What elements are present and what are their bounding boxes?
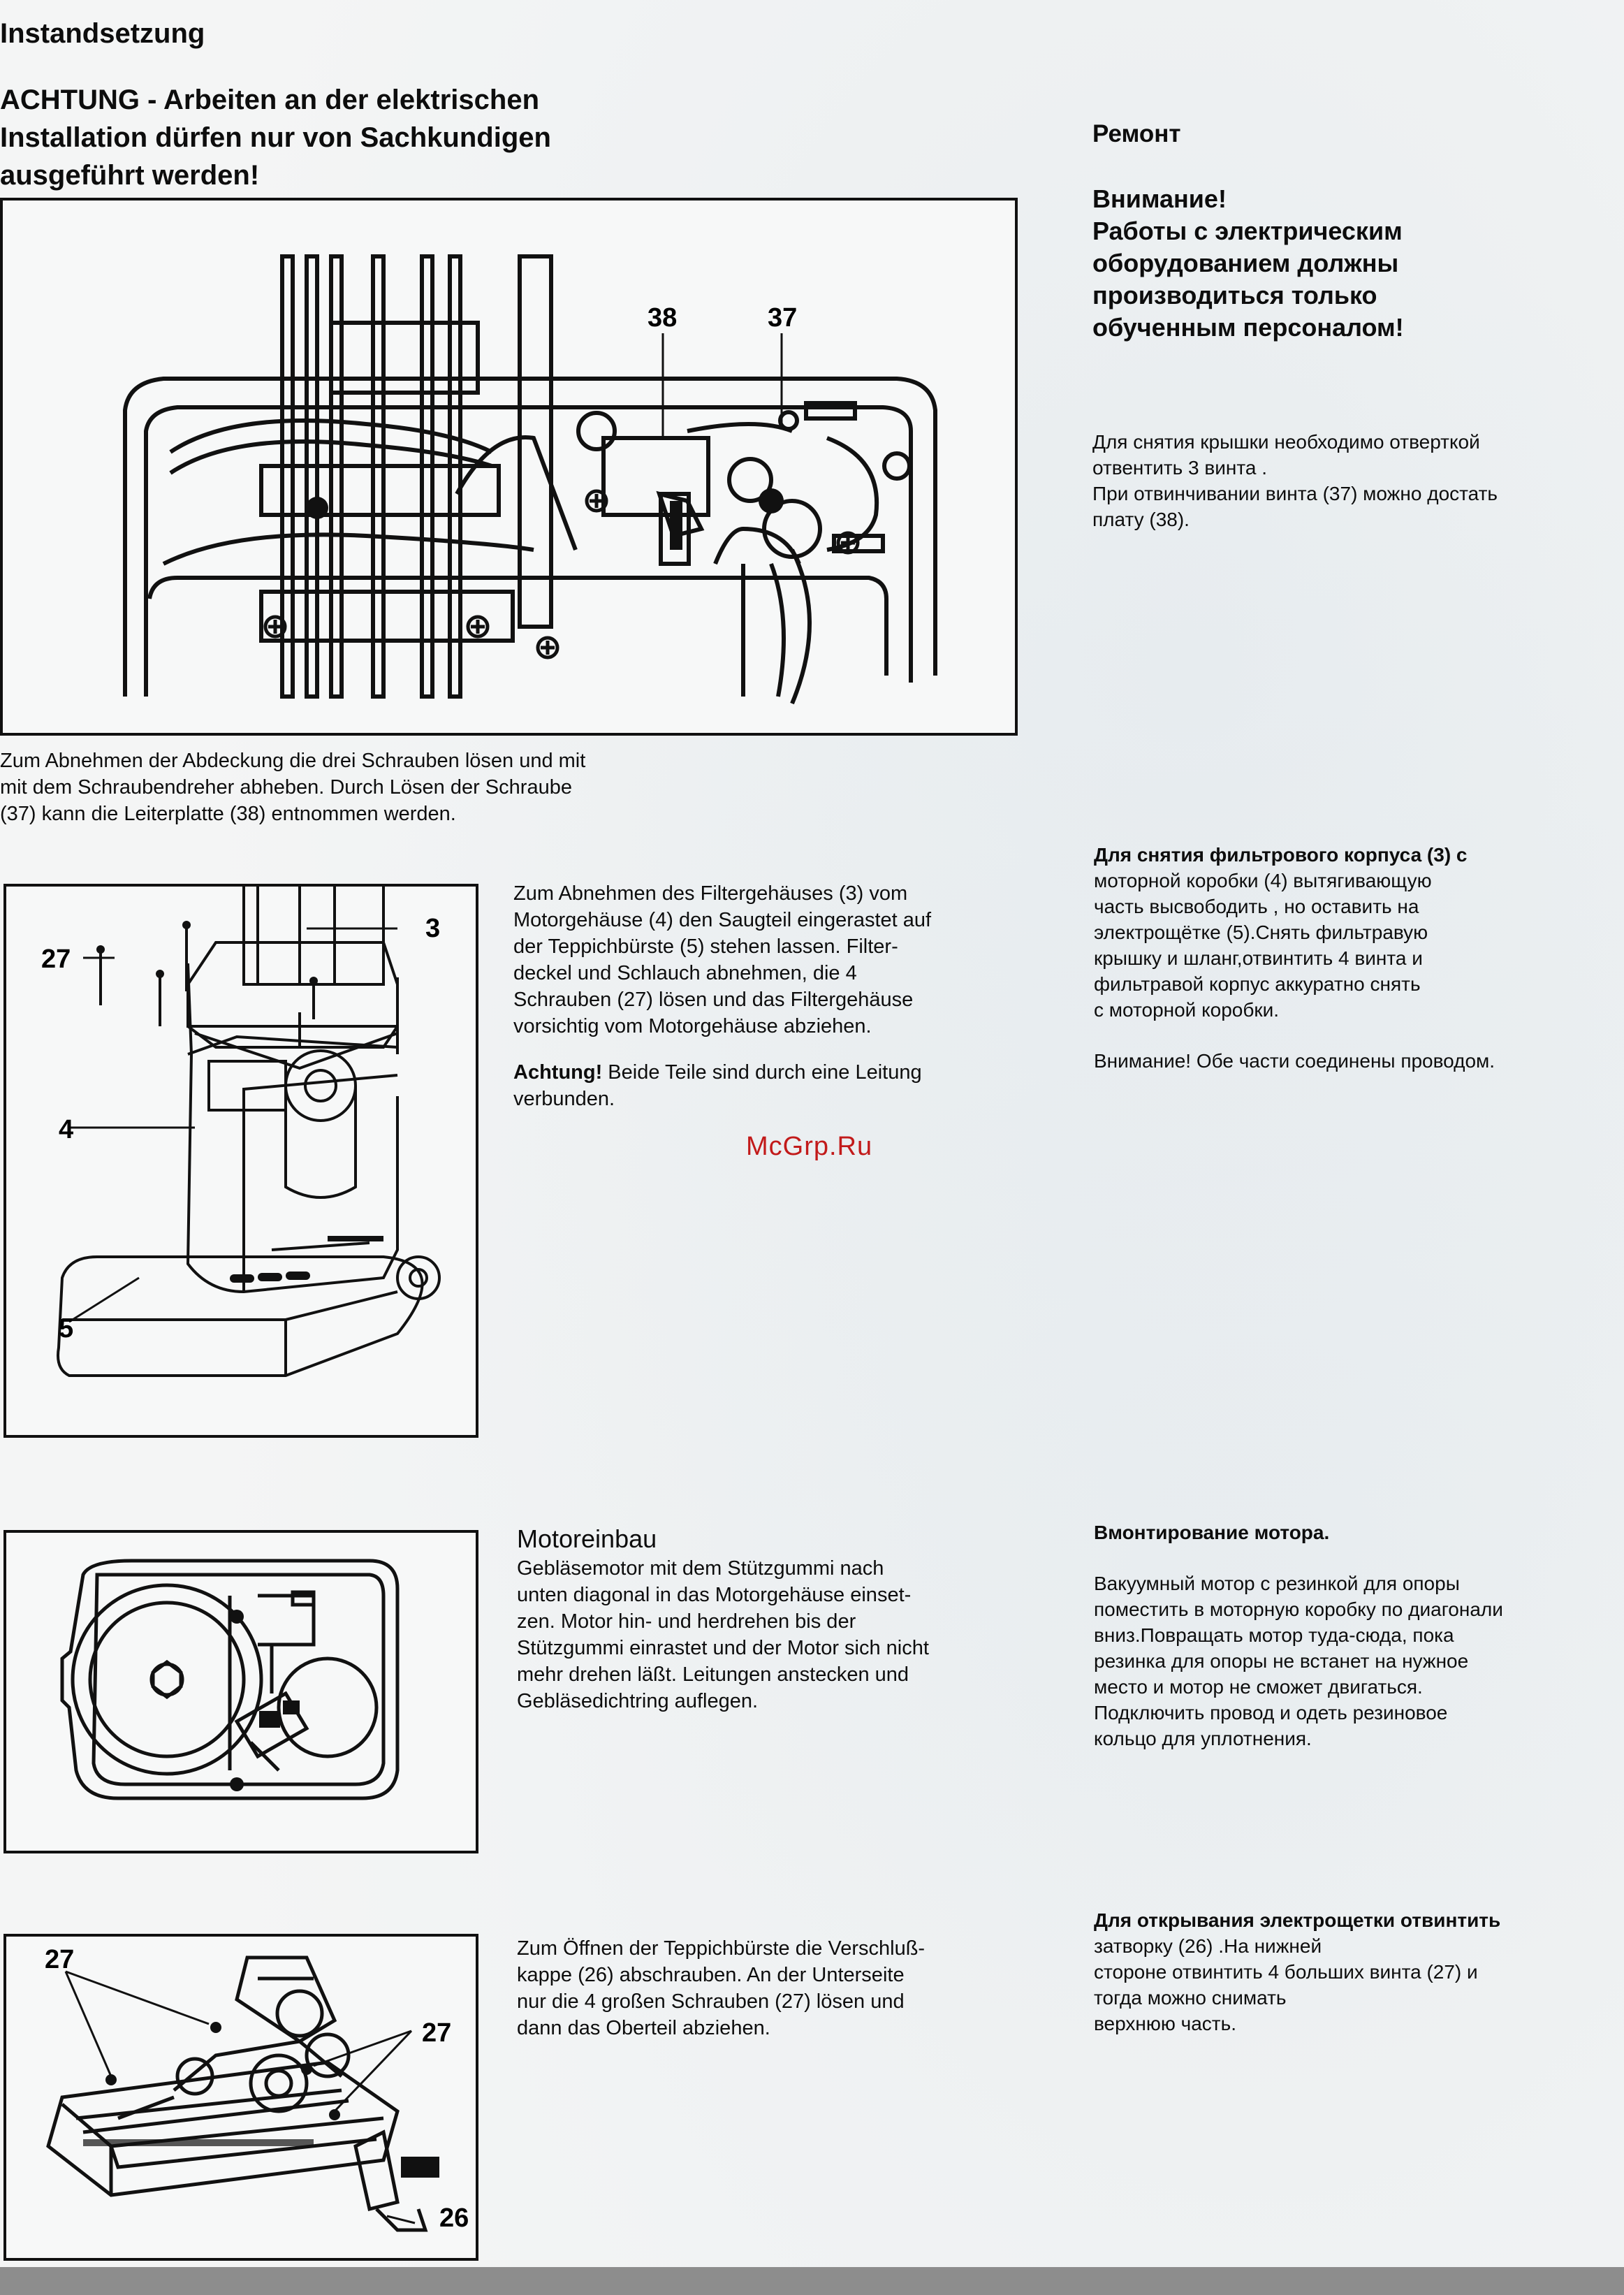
text-line: тогда можно снимать: [1094, 1987, 1287, 2009]
filter-note-ru: Внимание! Обе части соединены проводом.: [1094, 1050, 1495, 1072]
figure-carpet-brush: 27 27 26: [3, 1934, 478, 2261]
filter-note-text: Beide Teile sind durch eine Leitung: [602, 1061, 922, 1084]
callout-4: 4: [59, 1115, 73, 1144]
text-line: моторной коробки (4) вытягивающую: [1094, 870, 1432, 891]
text-line: Для снятия фильтрового корпуса (3) с: [1094, 844, 1468, 866]
warning-line: Работы с электрическим: [1092, 217, 1403, 245]
warning-ru: Внимание! Работы с электрическим оборудо…: [1092, 183, 1404, 344]
text-line: Motorgehäuse (4) den Saugteil eingeraste…: [513, 909, 932, 931]
filter-note-de: Achtung! Beide Teile sind durch eine Lei…: [513, 1059, 1016, 1086]
electronics-compartment-drawing: 38 37: [123, 254, 937, 705]
scan-footer-bar: [0, 2267, 1624, 2295]
text-line: Zum Öffnen der Teppichbürste die Verschl…: [517, 1937, 926, 1960]
caption-line: (37) kann die Leiterplatte (38) entnomme…: [0, 803, 456, 825]
callout-27: 27: [41, 945, 71, 974]
text-line: unten diagonal in das Motorgehäuse einse…: [517, 1584, 912, 1606]
filter-housing-drawing: 27 3 4 5: [41, 887, 441, 1377]
text-line: часть высвободить , но оставить на: [1094, 896, 1419, 917]
text-line: dann das Oberteil abziehen.: [517, 2017, 770, 2039]
text-line: Для снятия крышки необходимо отверткой: [1092, 431, 1480, 453]
motor-section-ru: Вмонтирование мотора. Вакуумный мотор с …: [1094, 1520, 1597, 1751]
text-line: Подключить провод и одеть резиновое: [1094, 1702, 1448, 1724]
text-line: электрощётке (5).Снять фильтравую: [1094, 921, 1428, 943]
text-line: Gebläsemotor mit dem Stützgummi nach: [517, 1557, 884, 1580]
text-line: deckel und Schlauch abnehmen, die 4: [513, 962, 857, 984]
fig1-text-ru: Для снятия крышки необходимо отверткой о…: [1092, 429, 1595, 532]
callout-26: 26: [439, 2203, 469, 2233]
motor-installation-drawing: [60, 1559, 400, 1800]
text-line: отвентить 3 винта .: [1092, 457, 1268, 479]
text-line: Schrauben (27) lösen und das Filtergehäu…: [513, 989, 914, 1011]
text-line: zen. Motor hin- und herdrehen bis der: [517, 1610, 856, 1633]
text-line: с моторной коробки.: [1094, 999, 1280, 1021]
text-line: место и мотор не сможет двигаться.: [1094, 1676, 1423, 1698]
warning-line: производиться только: [1092, 281, 1377, 309]
figure-motor-installation: [3, 1530, 478, 1853]
callout-27-left: 27: [45, 1945, 74, 1974]
callout-38: 38: [648, 303, 677, 333]
callout-5: 5: [59, 1314, 73, 1343]
text-line: verbunden.: [513, 1088, 615, 1110]
fig1-caption-de: Zum Abnehmen der Abdeckung die drei Schr…: [0, 748, 698, 827]
text-line: При отвинчивании винта (37) можно достат…: [1092, 483, 1498, 504]
text-line: кольцо для уплотнения.: [1094, 1728, 1312, 1749]
filter-note-label: Achtung!: [513, 1061, 603, 1084]
text-line: поместить в моторную коробку по диагонал…: [1094, 1598, 1503, 1620]
text-line: Stützgummi einrastet und der Motor sich …: [517, 1637, 929, 1659]
brush-text-de: Zum Öffnen der Teppichbürste die Verschl…: [517, 1935, 1020, 2041]
text-line: Вакуумный мотор с резинкой для опоры: [1094, 1573, 1460, 1594]
text-line: фильтравой корпус аккуратно снять: [1094, 973, 1421, 995]
text-line: mehr drehen läßt. Leitungen anstecken un…: [517, 1663, 909, 1686]
motor-title-ru: Вмонтирование мотора.: [1094, 1522, 1330, 1543]
filter-text-de: Zum Abnehmen des Filtergehäuses (3) vom …: [513, 880, 1016, 1112]
motor-title-de: Motoreinbau: [517, 1524, 657, 1553]
warning-line: Внимание!: [1092, 184, 1227, 213]
text-line: Gebläsedichtring auflegen.: [517, 1690, 759, 1712]
text-line: затворку (26) .На нижней: [1094, 1935, 1322, 1957]
warning-line: ausgeführt werden!: [0, 160, 260, 191]
filter-text-ru: Для снятия фильтрового корпуса (3) с мот…: [1094, 842, 1597, 1074]
figure-electronics-compartment: 38 37: [0, 198, 1018, 736]
motor-section-de: Motoreinbau Gebläsemotor mit dem Stützgu…: [517, 1523, 1020, 1714]
brush-text-ru: Для открывания электрощетки отвинтить за…: [1094, 1907, 1597, 2037]
warning-line: обученным персоналом!: [1092, 313, 1404, 342]
text-line: der Teppichbürste (5) stehen lassen. Fil…: [513, 935, 898, 958]
text-line: Zum Abnehmen des Filtergehäuses (3) vom: [513, 882, 908, 905]
figure-filter-housing: 27 3 4 5: [3, 884, 478, 1438]
text-line: kappe (26) abschrauben. An der Unterseit…: [517, 1964, 905, 1986]
warning-line: Installation dürfen nur von Sachkundigen: [0, 122, 551, 153]
text-line: крышку и шланг,отвинтить 4 винта и: [1094, 947, 1423, 969]
warning-line: оборудованием должны: [1092, 249, 1399, 277]
carpet-brush-drawing: 27 27 26: [45, 1945, 469, 2233]
text-line: верхнюю часть.: [1094, 2013, 1236, 2034]
caption-line: Zum Abnehmen der Abdeckung die drei Schr…: [0, 750, 586, 772]
warning-line: ACHTUNG - Arbeiten an der elektrischen: [0, 85, 540, 115]
text-line: плату (38).: [1092, 509, 1190, 530]
section-title-ru: Ремонт: [1092, 120, 1181, 147]
callout-37: 37: [768, 303, 797, 333]
text-line: nur die 4 großen Schrauben (27) lösen un…: [517, 1990, 905, 2013]
text-line: вниз.Повращать мотор туда-сюда, пока: [1094, 1624, 1454, 1646]
text-line: резинка для опоры не встанет на нужное: [1094, 1650, 1469, 1672]
text-line: Для открывания электрощетки отвинтить: [1094, 1909, 1501, 1931]
section-title-de: Instandsetzung: [0, 18, 205, 49]
callout-3: 3: [425, 914, 440, 943]
callout-27-right: 27: [422, 2018, 451, 2048]
watermark: McGrp.Ru: [746, 1132, 873, 1161]
text-line: vorsichtig vom Motorgehäuse abziehen.: [513, 1015, 872, 1037]
warning-de: ACHTUNG - Arbeiten an der elektrischen I…: [0, 81, 551, 194]
caption-line: mit dem Schraubendreher abheben. Durch L…: [0, 776, 572, 799]
text-line: стороне отвинтить 4 больших винта (27) и: [1094, 1961, 1478, 1983]
